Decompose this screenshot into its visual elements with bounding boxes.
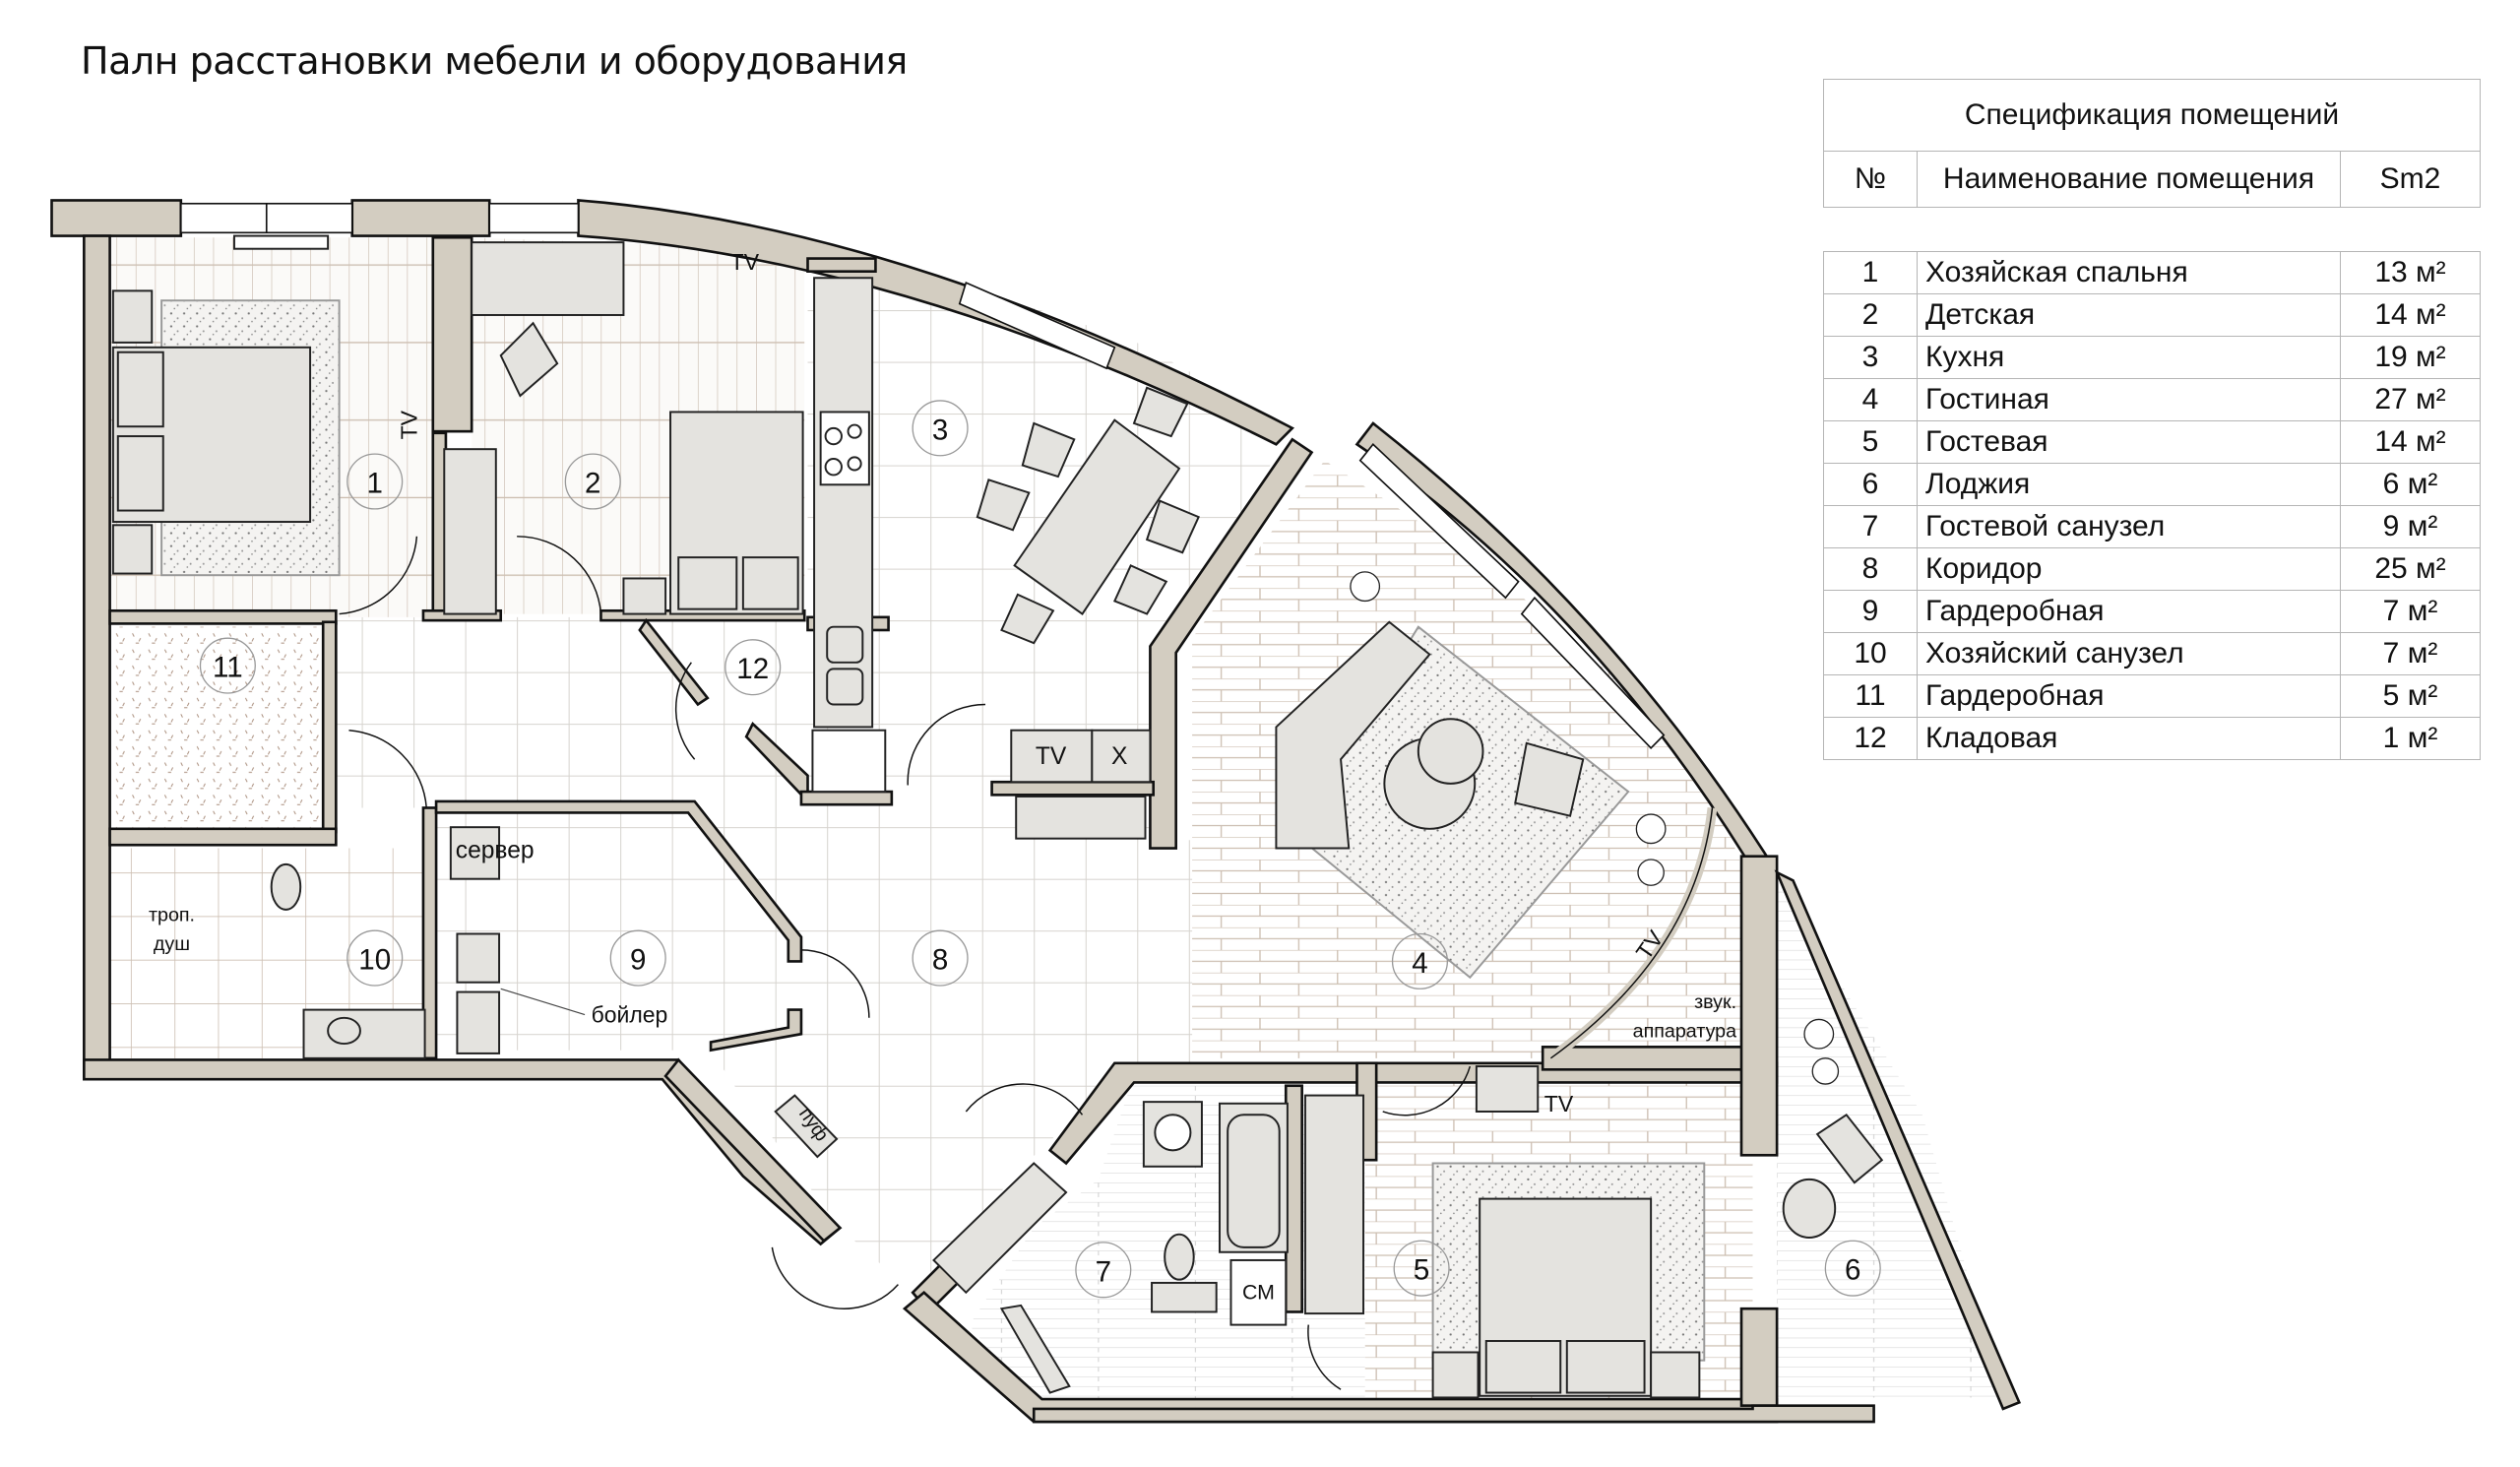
row-no: 5 <box>1823 420 1918 464</box>
row-area: 13 м² <box>2340 251 2481 294</box>
col-header-name: Наименование помещения <box>1917 151 2341 208</box>
audio-label-1: звук. <box>1694 991 1736 1013</box>
door-swings <box>339 536 1718 1390</box>
col-header-area: Sm2 <box>2340 151 2481 208</box>
room-marker-11: 11 <box>213 652 243 684</box>
tv-label-bedroom: TV <box>396 410 421 439</box>
row-area: 6 м² <box>2340 463 2481 506</box>
shower-label-2: душ <box>154 933 190 955</box>
plant-icon <box>1803 1018 1835 1050</box>
row-area: 19 м² <box>2340 336 2481 379</box>
plant-icon <box>1811 1057 1840 1085</box>
room-marker-9: 9 <box>630 944 646 977</box>
room-marker-6: 6 <box>1845 1254 1860 1287</box>
row-no: 6 <box>1823 463 1918 506</box>
boiler-leader-line <box>500 988 586 1016</box>
row-area: 5 м² <box>2340 674 2481 718</box>
room-marker-12: 12 <box>736 653 769 685</box>
room-marker-2: 2 <box>585 467 600 499</box>
room-marker-10: 10 <box>358 944 391 977</box>
furniture <box>111 234 1884 1399</box>
col-header-no: № <box>1823 151 1918 208</box>
plant-icon <box>1635 813 1667 845</box>
room-marker-3: 3 <box>932 414 948 446</box>
row-area: 14 м² <box>2340 293 2481 337</box>
washer-label: СМ <box>1242 1280 1275 1304</box>
row-area: 9 м² <box>2340 505 2481 548</box>
room-marker-5: 5 <box>1414 1254 1429 1287</box>
row-name: Детская <box>1917 293 2341 337</box>
row-no: 3 <box>1823 336 1918 379</box>
row-no: 11 <box>1823 674 1918 718</box>
tv-label-kids: TV <box>730 249 760 275</box>
row-name: Кладовая <box>1917 717 2341 760</box>
row-name: Гостиная <box>1917 378 2341 421</box>
row-no: 12 <box>1823 717 1918 760</box>
audio-label-2: аппаратура <box>1633 1021 1736 1043</box>
row-no: 8 <box>1823 547 1918 591</box>
row-area: 14 м² <box>2340 420 2481 464</box>
row-no: 2 <box>1823 293 1918 337</box>
row-name: Лоджия <box>1917 463 2341 506</box>
row-no: 9 <box>1823 590 1918 633</box>
room-spec-table: Спецификация помещений № Наименование по… <box>1823 79 2481 760</box>
row-name: Коридор <box>1917 547 2341 591</box>
room-markers <box>199 400 1881 1299</box>
row-no: 1 <box>1823 251 1918 294</box>
row-name: Хозяйская спальня <box>1917 251 2341 294</box>
row-name: Хозяйский санузел <box>1917 632 2341 675</box>
plant-icon <box>1637 859 1665 886</box>
plant-icon <box>1350 571 1381 603</box>
row-name: Гардеробная <box>1917 590 2341 633</box>
row-area: 25 м² <box>2340 547 2481 591</box>
row-no: 7 <box>1823 505 1918 548</box>
row-name: Гостевая <box>1917 420 2341 464</box>
row-no: 4 <box>1823 378 1918 421</box>
room-marker-8: 8 <box>932 944 948 977</box>
windows <box>179 202 1666 749</box>
row-area: 27 м² <box>2340 378 2481 421</box>
row-no: 10 <box>1823 632 1918 675</box>
boiler-label: бойлер <box>592 1002 668 1028</box>
plant-icons <box>1350 571 1840 1085</box>
row-area: 7 м² <box>2340 632 2481 675</box>
page-title: Палн расстановки мебели и оборудования <box>81 39 908 83</box>
tv-label-guest: TV <box>1544 1091 1574 1116</box>
room-marker-4: 4 <box>1412 947 1427 980</box>
spec-caption: Спецификация помещений <box>1823 79 2481 152</box>
row-name: Гардеробная <box>1917 674 2341 718</box>
room-marker-1: 1 <box>367 467 383 499</box>
row-area: 7 м² <box>2340 590 2481 633</box>
server-label: сервер <box>456 837 535 863</box>
room-marker-7: 7 <box>1096 1255 1111 1288</box>
shower-label-1: троп. <box>149 904 195 925</box>
tv-label-kitchen: TV <box>1036 743 1067 770</box>
row-area: 1 м² <box>2340 717 2481 760</box>
row-name: Гостевой санузел <box>1917 505 2341 548</box>
x-label-kitchen: X <box>1111 743 1127 770</box>
row-name: Кухня <box>1917 336 2341 379</box>
